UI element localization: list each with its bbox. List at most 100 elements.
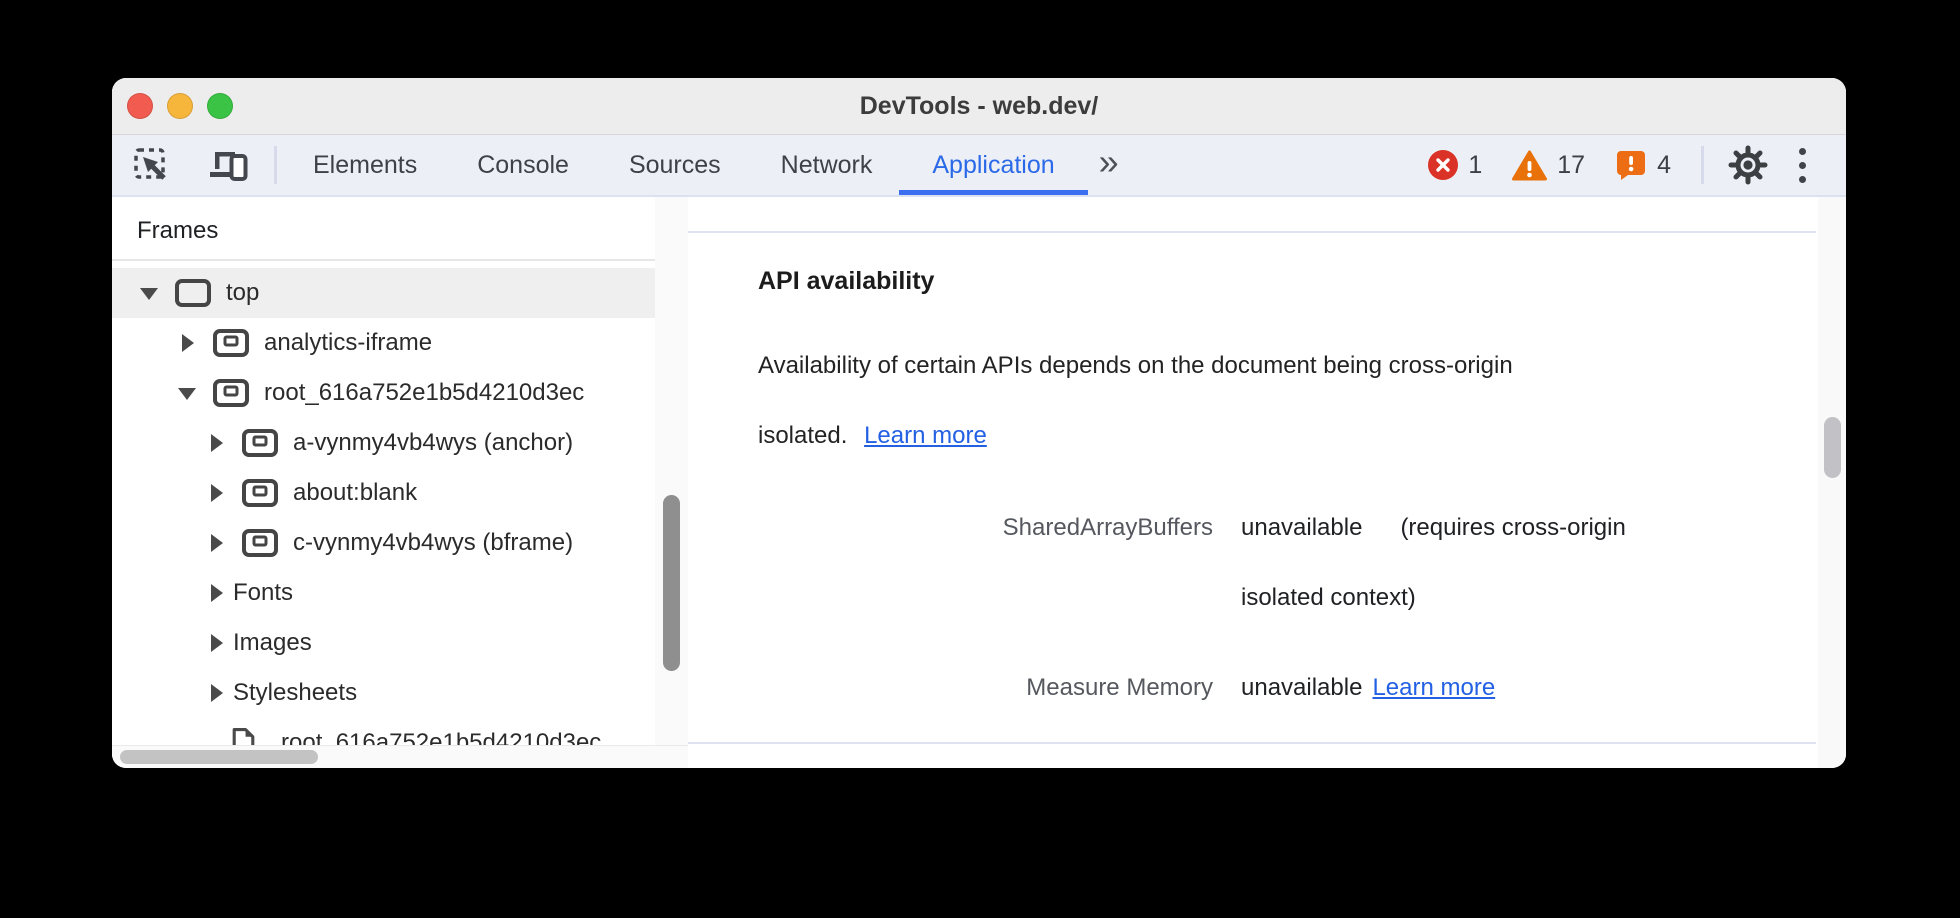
tree-row-label: analytics-iframe <box>264 329 433 356</box>
iframe-icon <box>213 329 249 357</box>
tab-sources[interactable]: Sources <box>628 150 721 179</box>
document-icon <box>230 727 257 745</box>
availability-note: (requires cross-origin <box>1400 514 1626 541</box>
tree-row-label: top <box>226 279 260 306</box>
tree-row-top[interactable]: top <box>112 268 655 318</box>
api-availability-heading: API availability <box>758 267 935 295</box>
api-availability-description: Availability of certain APIs depends on … <box>758 331 1513 471</box>
tree-row-label: Stylesheets <box>233 679 358 706</box>
measure-memory-learn-more-link[interactable]: Learn more <box>1372 674 1496 701</box>
collapse-arrow-icon[interactable] <box>178 384 196 402</box>
sidebar-vertical-scrollbar-thumb[interactable] <box>663 495 680 671</box>
tab-network[interactable]: Network <box>780 150 873 179</box>
tab-elements[interactable]: Elements <box>313 150 418 179</box>
devtools-window: DevTools - web.dev/ <box>112 78 1846 768</box>
zoom-window-button[interactable] <box>207 93 233 119</box>
warning-count: 17 <box>1557 150 1586 179</box>
toggle-device-toolbar-button[interactable] <box>208 142 250 188</box>
description-line-1: Availability of certain APIs depends on … <box>758 352 1513 379</box>
sidebar-vertical-scrollbar <box>655 197 688 745</box>
error-count: 1 <box>1468 150 1483 179</box>
devtools-toolbar: Elements Console Sources Network Applica… <box>112 135 1846 197</box>
tree-row-label: c-vynmy4vb4wys (bframe) <box>293 529 574 556</box>
issues-count: 4 <box>1657 150 1671 179</box>
tree-row-images[interactable]: Images <box>112 618 655 668</box>
tree-row-stylesheets[interactable]: Stylesheets <box>112 668 655 718</box>
console-errors-badge[interactable]: 1 <box>1428 150 1482 180</box>
tree-row-root-frame[interactable]: root_616a752e1b5d4210d3ec <box>112 368 655 418</box>
error-icon <box>1428 150 1459 180</box>
report-key: SharedArrayBuffers <box>1002 514 1213 541</box>
report-key: Measure Memory <box>1026 674 1213 701</box>
frame-icon <box>175 279 211 307</box>
tree-row-about-blank[interactable]: about:blank <box>112 468 655 518</box>
sidebar-horizontal-scrollbar-thumb[interactable] <box>120 750 318 764</box>
tree-row-label: Fonts <box>233 579 294 606</box>
sidebar-horizontal-scrollbar <box>112 745 688 768</box>
tree-row-label: root_616a752e1b5d4210d3ec <box>281 729 602 745</box>
tree-row-label: about:blank <box>293 479 418 506</box>
tab-console[interactable]: Console <box>477 150 569 179</box>
report-row-sharedarraybuffers: SharedArrayBuffers unavailable (requires … <box>758 493 1721 633</box>
report-value: unavailable (requires cross-origin isolat… <box>1241 493 1721 633</box>
panel-tabs: Elements Console Sources Network Applica… <box>313 135 1089 195</box>
section-divider <box>688 742 1816 744</box>
tree-row-analytics-iframe[interactable]: analytics-iframe <box>112 318 655 368</box>
tree-row-bframe[interactable]: c-vynmy4vb4wys (bframe) <box>112 518 655 568</box>
tree-row-label: root_616a752e1b5d4210d3ec <box>264 379 585 406</box>
application-sidebar: Frames top analytics-ifra <box>112 197 688 768</box>
warning-icon <box>1512 150 1548 180</box>
console-warnings-badge[interactable]: 17 <box>1512 150 1585 181</box>
iframe-icon <box>242 529 278 557</box>
tree-row-label: Images <box>233 629 312 656</box>
application-panel: Frames top analytics-ifra <box>112 197 1846 768</box>
expand-arrow-icon[interactable] <box>207 634 225 652</box>
issues-icon <box>1617 151 1646 180</box>
iframe-icon <box>242 429 278 457</box>
more-tabs-chevron-icon[interactable]: » <box>1098 141 1119 182</box>
kebab-menu-icon <box>1798 147 1806 183</box>
learn-more-link[interactable]: Learn more <box>864 422 987 449</box>
description-line-2-text: isolated. <box>758 422 848 449</box>
tree-row-anchor-frame[interactable]: a-vynmy4vb4wys (anchor) <box>112 418 655 468</box>
frame-details-view: API availability Availability of certain… <box>688 197 1846 768</box>
window-title: DevTools - web.dev/ <box>859 91 1099 120</box>
toolbar-right-cluster: 1 17 4 <box>1428 142 1822 188</box>
frames-section-header: Frames <box>112 197 686 261</box>
main-vertical-scrollbar-thumb[interactable] <box>1824 417 1841 478</box>
toolbar-divider <box>274 146 277 184</box>
tree-row-fonts[interactable]: Fonts <box>112 568 655 618</box>
frames-tree: top analytics-iframe roo <box>112 268 655 745</box>
report-value-line-1: unavailable (requires cross-origin <box>1241 493 1721 563</box>
expand-arrow-icon[interactable] <box>207 534 225 552</box>
inspect-element-button[interactable] <box>130 142 172 188</box>
device-toolbar-icon <box>210 152 248 181</box>
expand-arrow-icon[interactable] <box>207 584 225 602</box>
iframe-icon <box>242 479 278 507</box>
expand-arrow-icon[interactable] <box>207 684 225 702</box>
collapse-arrow-icon[interactable] <box>140 284 158 302</box>
issues-badge[interactable]: 4 <box>1615 149 1671 181</box>
main-vertical-scrollbar <box>1818 197 1846 768</box>
expand-arrow-icon[interactable] <box>178 334 196 352</box>
gear-icon <box>1728 145 1768 185</box>
minimize-window-button[interactable] <box>167 93 193 119</box>
section-divider <box>688 231 1816 233</box>
tree-row-root-document[interactable]: root_616a752e1b5d4210d3ec <box>112 718 655 745</box>
title-bar: DevTools - web.dev/ <box>112 78 1846 135</box>
report-value-line-2: isolated context) <box>1241 584 1416 611</box>
expand-arrow-icon[interactable] <box>207 484 225 502</box>
close-window-button[interactable] <box>127 93 153 119</box>
availability-status: unavailable <box>1241 514 1363 541</box>
iframe-icon <box>213 379 249 407</box>
more-options-button[interactable] <box>1782 142 1822 188</box>
tab-application[interactable]: Application <box>899 135 1089 195</box>
expand-arrow-icon[interactable] <box>207 434 225 452</box>
description-line-2: isolated. Learn more <box>758 401 1513 471</box>
toolbar-divider <box>1701 146 1704 184</box>
settings-button[interactable] <box>1728 142 1768 188</box>
tree-row-label: a-vynmy4vb4wys (anchor) <box>293 429 574 456</box>
